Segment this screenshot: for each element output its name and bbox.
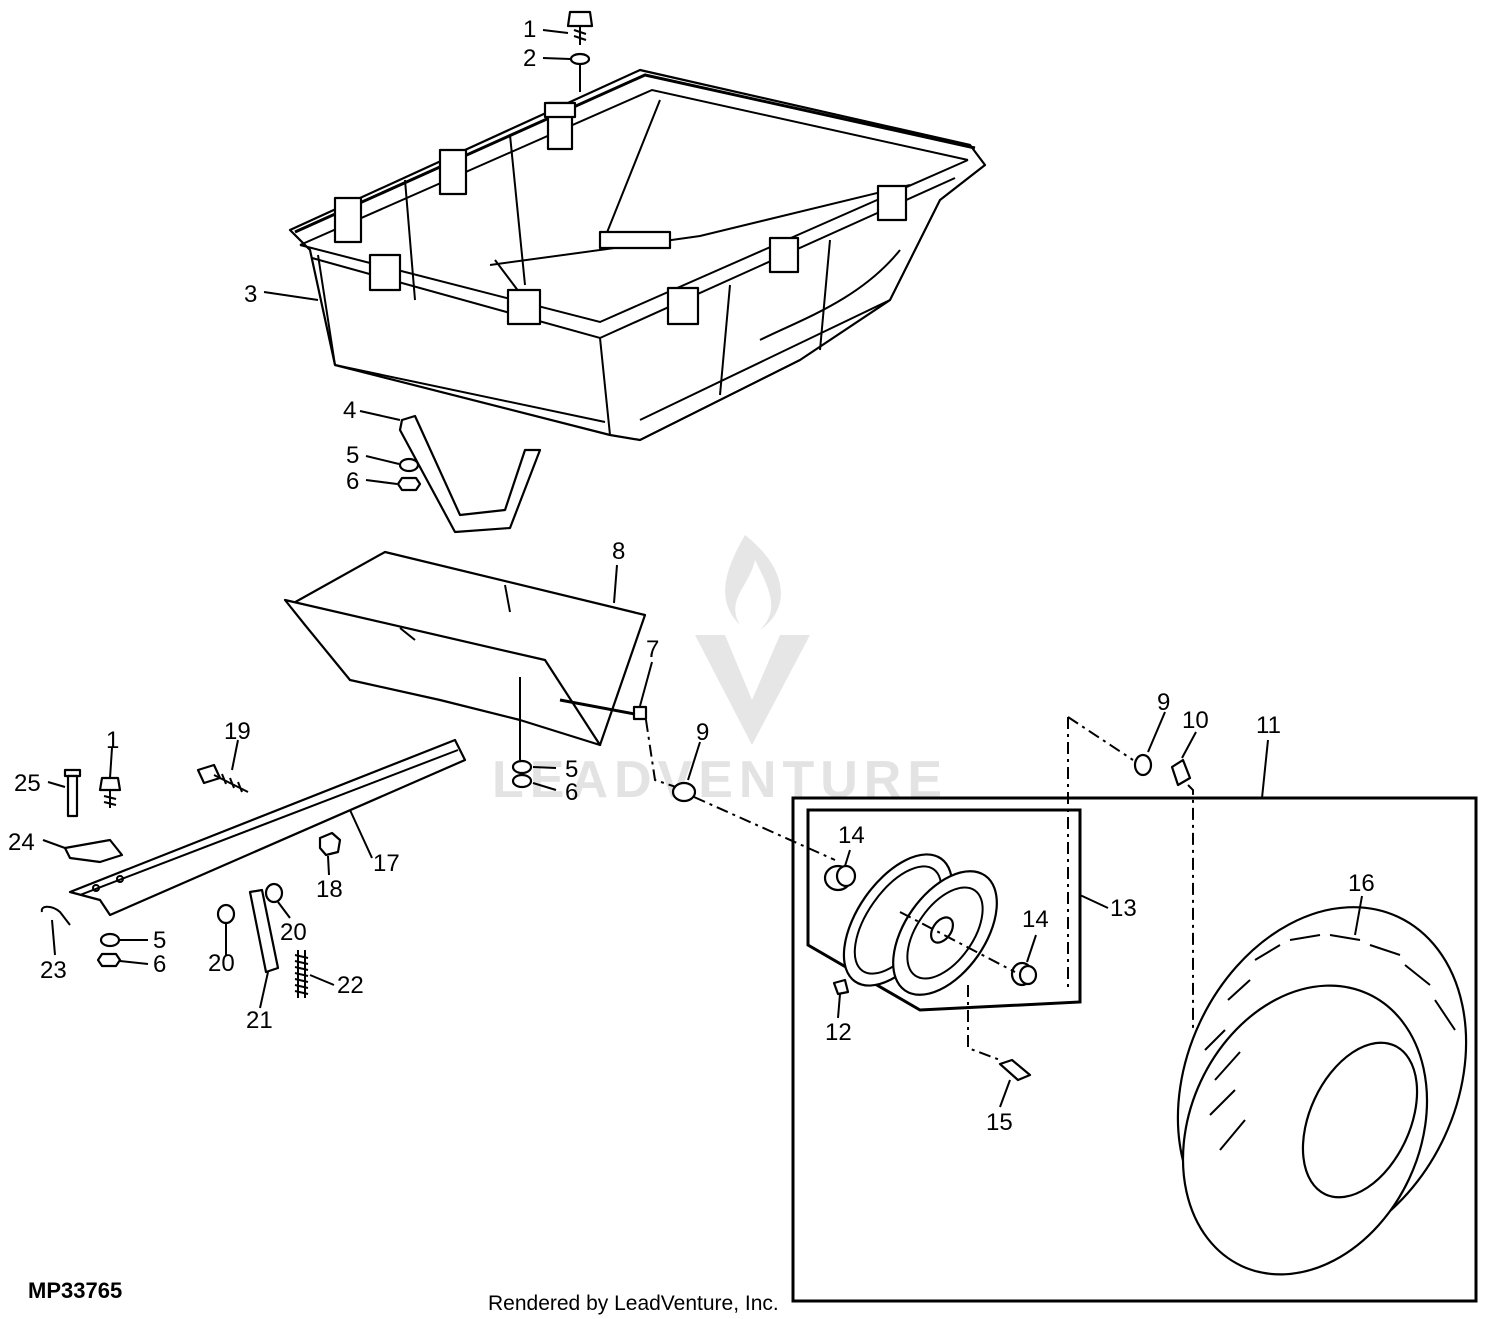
diagram-id: MP33765 [28, 1278, 122, 1303]
hitch-clip [63, 838, 124, 864]
callout-24: 24 [8, 829, 35, 856]
grease-fitting [998, 1058, 1032, 1082]
bolt-top [566, 10, 594, 45]
callout-8: 8 [612, 538, 625, 565]
callout-5-bracket: 5 [346, 442, 359, 469]
tire [1176, 906, 1468, 1276]
tongue-bar [68, 738, 467, 917]
callout-5-tongue: 5 [153, 927, 166, 954]
callout-6-bracket: 6 [346, 468, 359, 495]
callout-5-plate: 5 [565, 756, 578, 783]
callout-25: 25 [14, 770, 41, 797]
washer-5b [511, 759, 533, 775]
callout-11: 11 [1256, 712, 1281, 739]
axle-rod [559, 698, 641, 717]
callout-20-right: 20 [280, 919, 307, 946]
dump-plate [283, 550, 647, 747]
callout-6-plate: 6 [565, 779, 578, 806]
rod-end [632, 705, 648, 721]
callout-22: 22 [337, 972, 364, 999]
washer-top [569, 52, 591, 66]
callout-17: 17 [373, 850, 400, 877]
axle-path-a [645, 719, 677, 788]
leader-lines [42, 29, 1363, 1108]
washer-9a [671, 781, 697, 803]
washer-5c [99, 932, 121, 948]
callout-9-right: 9 [1157, 689, 1170, 716]
callout-21: 21 [246, 1007, 273, 1034]
rim-assembly-frame [806, 808, 1082, 1012]
render-credit: Rendered by LeadVenture, Inc. [488, 1292, 779, 1315]
axle-path-c [1067, 716, 1134, 761]
callout-6-tongue: 6 [153, 951, 166, 978]
callout-23: 23 [40, 957, 67, 984]
callout-2: 2 [523, 45, 536, 72]
callout-14-left: 14 [838, 822, 865, 849]
callout-16: 16 [1348, 870, 1375, 897]
callout-9-left: 9 [696, 719, 709, 746]
callout-10: 10 [1182, 707, 1209, 734]
hairpin [40, 905, 71, 926]
callout-19: 19 [224, 718, 251, 745]
cart-bed [288, 68, 987, 442]
hitch-pin [63, 768, 82, 818]
nut-6b [511, 773, 533, 789]
valve-stem [832, 978, 850, 996]
retaining-clip [1170, 758, 1192, 787]
axle-path-e [1187, 784, 1216, 1033]
nut-6a [396, 476, 422, 492]
washer-5a [398, 457, 420, 473]
nut-6c [96, 952, 122, 968]
callout-4: 4 [343, 397, 356, 424]
callout-13: 13 [1110, 895, 1137, 922]
bushing-14b [1010, 961, 1038, 987]
bushing-14a [823, 864, 857, 892]
callout-14-right: 14 [1022, 906, 1049, 933]
callout-1-top: 1 [523, 16, 536, 43]
callout-7: 7 [646, 636, 659, 663]
axle-path-b [693, 796, 836, 861]
spacer-20a [216, 903, 236, 925]
wheel-assembly-box [791, 796, 1478, 1303]
callout-3: 3 [244, 281, 257, 308]
callout-20-left: 20 [208, 950, 235, 977]
callout-15: 15 [986, 1109, 1013, 1136]
callout-1-left: 1 [106, 727, 119, 754]
latch-lever [248, 888, 280, 974]
callout-12: 12 [825, 1019, 852, 1046]
bolt-19 [196, 763, 249, 793]
nut-18 [318, 831, 342, 857]
support-bracket [398, 414, 542, 534]
watermark-text: LEADVENTURE [492, 751, 948, 809]
bolt-left [98, 776, 122, 808]
spacer-20b [264, 882, 284, 904]
callout-18: 18 [316, 876, 343, 903]
washer-9b [1133, 753, 1153, 777]
wheel-rim [842, 853, 1016, 1061]
spring [294, 950, 309, 998]
